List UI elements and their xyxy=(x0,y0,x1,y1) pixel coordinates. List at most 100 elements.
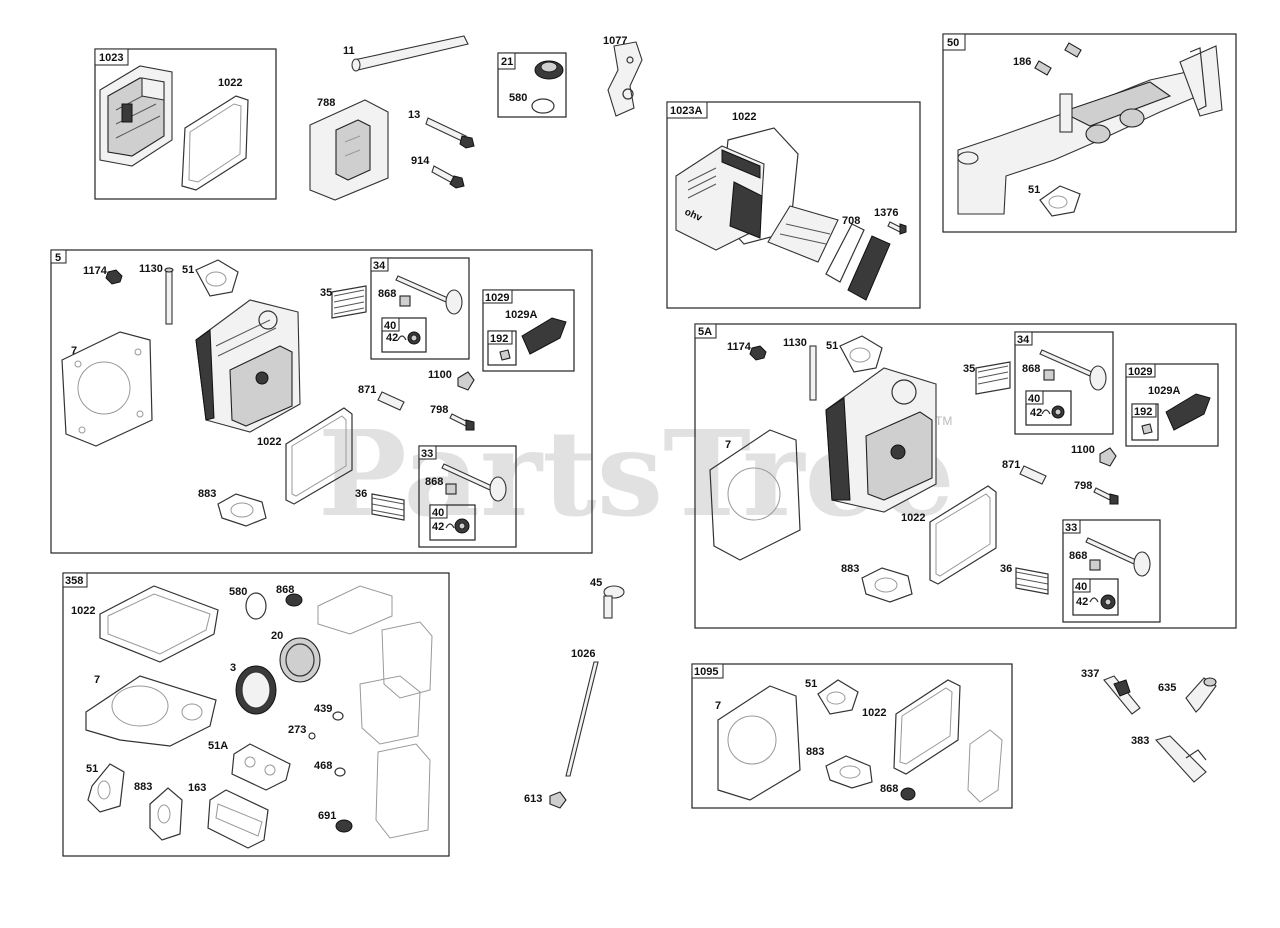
group-1029[interactable]: 1029 xyxy=(482,289,575,372)
intake-gasket-outline-part[interactable] xyxy=(967,729,1003,803)
valve-seal-868-part[interactable] xyxy=(1043,369,1055,381)
bolt-13-part[interactable] xyxy=(425,117,475,149)
callout-label[interactable]: 868 xyxy=(1022,363,1040,375)
group-40-b[interactable]: 40 xyxy=(429,504,476,541)
callout-label[interactable]: 580 xyxy=(229,586,247,598)
group-192[interactable]: 192 xyxy=(487,330,517,366)
o-ring-580-part[interactable] xyxy=(531,98,555,114)
gasket-51-part[interactable] xyxy=(195,259,239,297)
o-ring-580-part[interactable] xyxy=(245,592,267,620)
callout-label[interactable]: 35 xyxy=(963,363,975,375)
callout-label[interactable]: 42 xyxy=(386,332,398,344)
callout-label[interactable]: 51 xyxy=(182,264,194,276)
retainer-42-part[interactable] xyxy=(1041,405,1065,419)
callout-label[interactable]: 3 xyxy=(230,662,236,674)
callout-label[interactable]: 51A xyxy=(208,740,228,752)
callout-label[interactable]: 1376 xyxy=(874,207,898,219)
gasket-51a-part[interactable] xyxy=(231,743,291,791)
valve-33-part[interactable] xyxy=(1085,537,1151,577)
callout-label[interactable]: 1026 xyxy=(571,648,595,660)
callout-label[interactable]: 580 xyxy=(509,92,527,104)
gasket-883-part[interactable] xyxy=(861,567,913,603)
callout-label[interactable]: 45 xyxy=(590,577,602,589)
callout-label[interactable]: 383 xyxy=(1131,735,1149,747)
callout-label[interactable]: 51 xyxy=(805,678,817,690)
gasket-51-part[interactable] xyxy=(817,679,859,715)
callout-label[interactable]: 1022 xyxy=(71,605,95,617)
stud-798-part[interactable] xyxy=(449,413,475,431)
pin-871-part[interactable] xyxy=(377,391,405,411)
bracket-plate-part[interactable] xyxy=(309,99,389,201)
callout-label[interactable]: 35 xyxy=(320,287,332,299)
callout-label[interactable]: 1029A xyxy=(1148,385,1180,397)
seal-3-part[interactable] xyxy=(235,665,277,715)
pushrod-1026-part[interactable] xyxy=(565,661,599,777)
callout-label[interactable]: 868 xyxy=(276,584,294,596)
valve-spring-36-part[interactable] xyxy=(1015,567,1049,595)
callout-label[interactable]: 914 xyxy=(411,155,430,167)
callout-label[interactable]: 1130 xyxy=(139,263,163,275)
callout-label[interactable]: 883 xyxy=(198,488,216,500)
group-1023[interactable]: 1023 xyxy=(94,48,277,200)
callout-label[interactable]: 36 xyxy=(1000,563,1012,575)
nut-1174-part[interactable] xyxy=(749,345,767,361)
spark-plug-lead-383-part[interactable] xyxy=(1154,735,1207,783)
group-1029-b[interactable]: 1029 xyxy=(1125,363,1219,447)
callout-label[interactable]: 51 xyxy=(1028,184,1040,196)
callout-label[interactable]: 871 xyxy=(358,384,376,396)
group-5[interactable]: 5 xyxy=(50,249,593,554)
spark-plug-337-part[interactable] xyxy=(1103,675,1141,715)
valve-seal-868-part[interactable] xyxy=(285,593,303,607)
stud-798-part[interactable] xyxy=(1093,487,1119,505)
callout-label[interactable]: 1174 xyxy=(83,265,108,277)
callout-label[interactable]: 1029A xyxy=(505,309,537,321)
group-1095[interactable]: 1095 xyxy=(691,663,1013,809)
cylinder-head-part[interactable] xyxy=(195,299,301,433)
callout-label[interactable]: 1022 xyxy=(257,436,281,448)
callout-label[interactable]: 883 xyxy=(134,781,152,793)
callout-label[interactable]: 337 xyxy=(1081,668,1099,680)
callout-label[interactable]: 798 xyxy=(430,404,448,416)
group-34[interactable]: 34 xyxy=(370,257,470,360)
group-1023A[interactable]: 1023A xyxy=(666,101,921,309)
screw-192-part[interactable] xyxy=(499,349,511,361)
washer-439-part[interactable] xyxy=(332,711,344,721)
callout-label[interactable]: 36 xyxy=(355,488,367,500)
callout-label[interactable]: 613 xyxy=(524,793,542,805)
oil-fill-cap-part[interactable] xyxy=(534,60,564,80)
callout-label[interactable]: 868 xyxy=(880,783,898,795)
group-5A[interactable]: 5A xyxy=(694,323,1237,629)
bolt-613-part[interactable] xyxy=(549,791,567,809)
callout-label[interactable]: 51 xyxy=(86,763,98,775)
callout-label[interactable]: 273 xyxy=(288,724,306,736)
valve-seal-868-part[interactable] xyxy=(900,787,916,801)
valve-cover-gasket-1022-part[interactable] xyxy=(893,679,961,775)
callout-label[interactable]: 871 xyxy=(1002,459,1020,471)
seal-20-part[interactable] xyxy=(279,637,321,683)
callout-label[interactable]: 868 xyxy=(425,476,443,488)
group-40-c[interactable]: 40 xyxy=(1025,390,1072,426)
callout-label[interactable]: 42 xyxy=(1076,596,1088,608)
group-33-b[interactable]: 33 xyxy=(1062,519,1161,623)
callout-label[interactable]: 788 xyxy=(317,97,335,109)
callout-label[interactable]: 7 xyxy=(725,439,731,451)
valve-spring-36-part[interactable] xyxy=(371,493,405,521)
intake-manifold-part[interactable] xyxy=(957,45,1223,215)
group-33[interactable]: 33 xyxy=(418,445,517,548)
head-gasket-7-part[interactable] xyxy=(717,685,801,801)
callout-label[interactable]: 13 xyxy=(408,109,420,121)
screw-192-part[interactable] xyxy=(1141,423,1153,435)
head-gasket-7-part[interactable] xyxy=(709,429,801,561)
tappet-45-part[interactable] xyxy=(603,585,625,619)
valve-cover-gasket-part[interactable] xyxy=(181,95,249,191)
callout-label[interactable]: 883 xyxy=(841,563,859,575)
valve-34-part[interactable] xyxy=(395,275,463,315)
screw-1376-part[interactable] xyxy=(887,221,907,235)
rocker-arm-1029a-part[interactable] xyxy=(1165,393,1211,431)
callout-label[interactable]: 883 xyxy=(806,746,824,758)
valve-cover-gasket-1022-part[interactable] xyxy=(929,485,997,585)
rocker-arm-1029a-part[interactable] xyxy=(521,317,567,355)
callout-label[interactable]: 1100 xyxy=(1071,444,1095,456)
callout-label[interactable]: 868 xyxy=(378,288,396,300)
retainer-42-part[interactable] xyxy=(397,331,421,345)
